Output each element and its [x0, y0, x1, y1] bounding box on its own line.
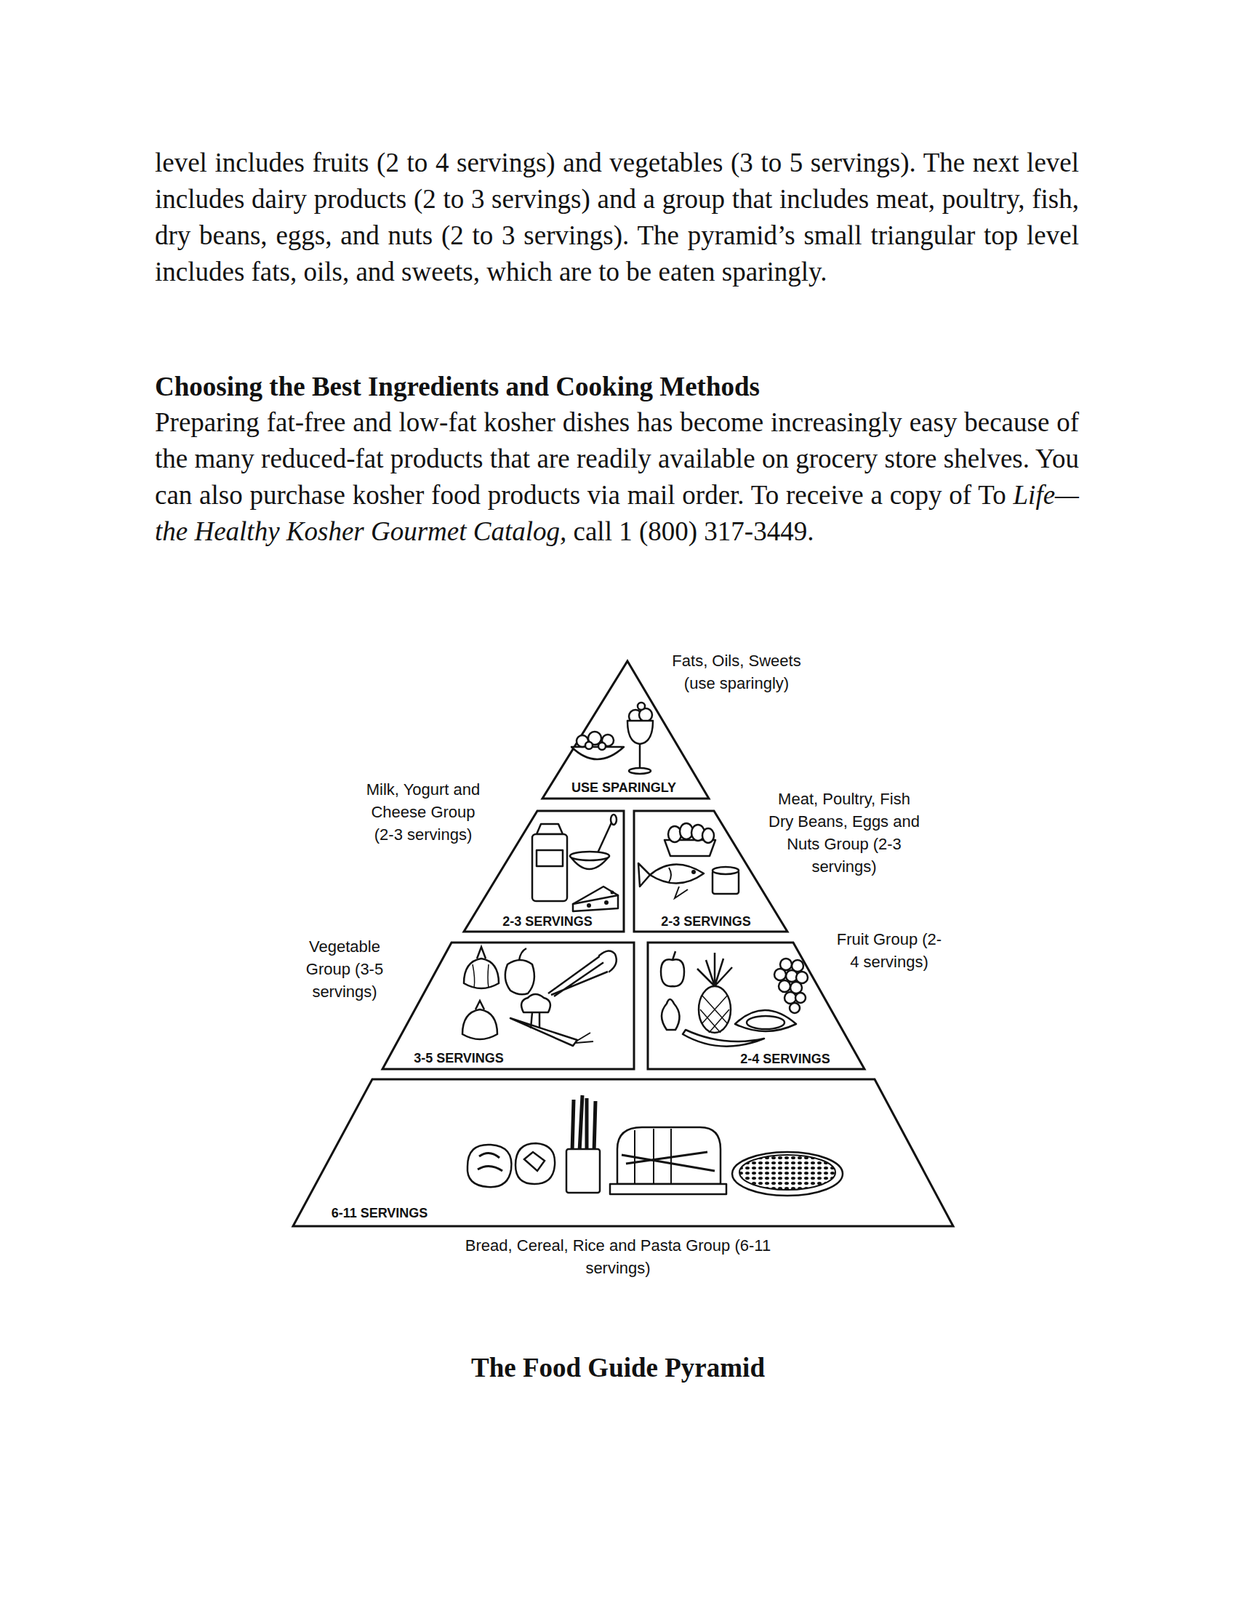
servings-label: 6-11 SERVINGS: [331, 1205, 429, 1221]
protein-band: Meat, Poultry, Fish Dry Beans, Eggs and …: [633, 810, 788, 932]
band-outline: [382, 942, 634, 1069]
band-outline: [293, 1078, 954, 1226]
group-label: Vegetable Group (3-5 servings): [290, 934, 400, 1003]
section-heading: Choosing the Best Ingredients and Cookin…: [154, 368, 1079, 405]
band-shape: [382, 942, 634, 1069]
band-shape: [293, 1078, 954, 1226]
group-label: Fats, Oils, Sweets (use sparingly): [656, 649, 817, 695]
group-label: Bread, Cereal, Rice and Pasta Group (6-1…: [458, 1233, 778, 1279]
group-label: Fruit Group (2-4 servings): [834, 927, 944, 973]
band-outline: [647, 942, 865, 1069]
fruit-band: Fruit Group (2-4 servings)2-4 SERVINGS: [647, 942, 865, 1069]
paragraph-text: Preparing fat-free and low-fat kosher di…: [154, 407, 1079, 510]
figure-caption: The Food Guide Pyramid: [290, 1349, 946, 1386]
dairy-band: Milk, Yogurt and Cheese Group (2-3 servi…: [463, 810, 624, 932]
food-illustration: [660, 950, 808, 1047]
servings-label: 2-3 SERVINGS: [502, 913, 593, 929]
paragraph-text: call 1 (800) 317-3449.: [573, 516, 815, 547]
food-illustration: [467, 1094, 843, 1196]
food-illustration: [638, 823, 739, 898]
servings-label: USE SPARINGLY: [571, 780, 677, 795]
band-shape: [542, 660, 709, 799]
grain-band: Bread, Cereal, Rice and Pasta Group (6-1…: [293, 1078, 954, 1226]
food-illustration: [462, 946, 617, 1046]
food-illustration: [571, 702, 653, 774]
sweets-triangle: Fats, Oils, Sweets (use sparingly)USE SP…: [542, 660, 709, 799]
band-outline: [542, 660, 709, 799]
band-shape: [633, 810, 788, 932]
body-paragraph: Preparing fat-free and low-fat kosher di…: [154, 404, 1079, 550]
band-shape: [647, 942, 865, 1069]
band-shape: [463, 810, 624, 932]
band-outline: [463, 810, 624, 932]
servings-label: 2-4 SERVINGS: [740, 1051, 831, 1066]
vegetable-band: Vegetable Group (3-5 servings)3-5 SERVIN…: [382, 942, 634, 1069]
group-label: Meat, Poultry, Fish Dry Beans, Eggs and …: [763, 787, 925, 878]
band-outline: [633, 810, 788, 932]
group-label: Milk, Yogurt and Cheese Group (2-3 servi…: [361, 777, 485, 846]
servings-label: 3-5 SERVINGS: [413, 1050, 504, 1066]
body-paragraph: level includes fruits (2 to 4 servings) …: [154, 144, 1079, 291]
food-illustration: [532, 814, 618, 912]
servings-label: 2-3 SERVINGS: [660, 913, 752, 929]
